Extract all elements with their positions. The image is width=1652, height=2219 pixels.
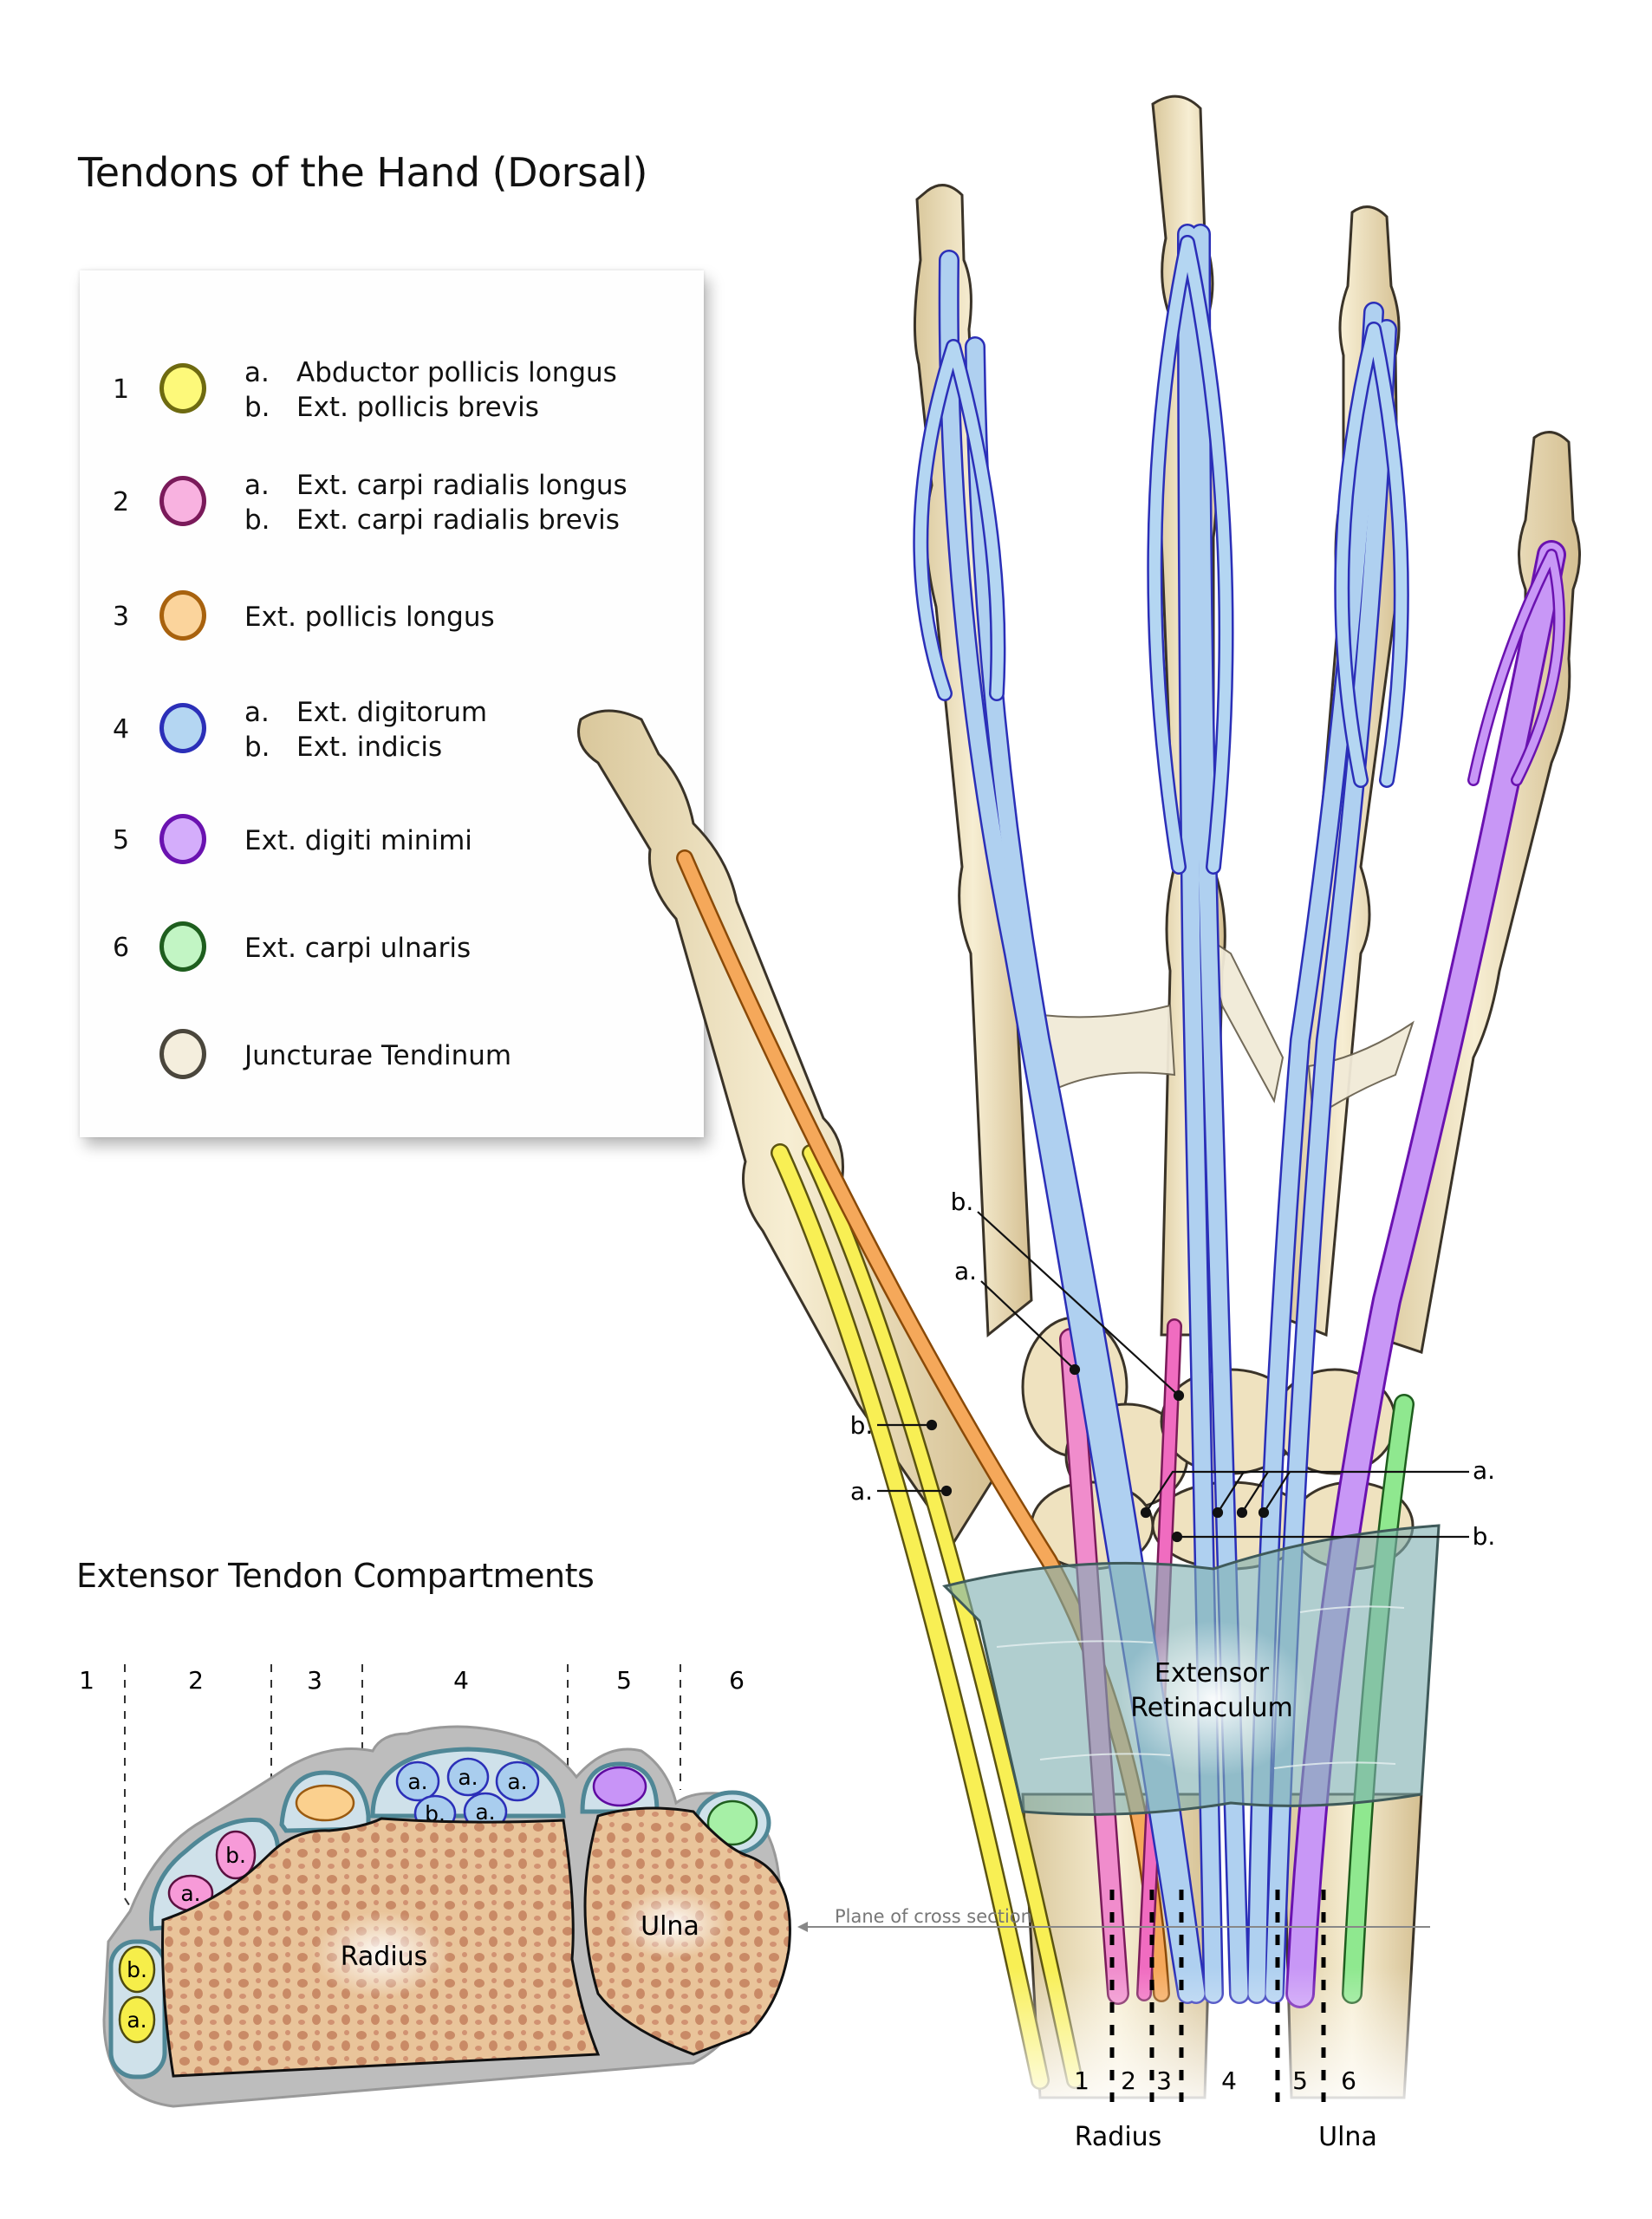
retinaculum-label-line1: Extensor — [1154, 1658, 1270, 1689]
legend-item: 3 Ext. pollicis longus — [80, 582, 704, 652]
hand-compartment-2: 2 — [1121, 2066, 1136, 2095]
cs-ulna-label: Ulna — [641, 1911, 699, 1942]
legend-item: 5 Ext. digiti minimi — [80, 806, 704, 875]
cs-tendon-1b — [118, 1945, 156, 1994]
cs-tendon-3 — [295, 1784, 355, 1822]
cs-compartment-6: 6 — [729, 1666, 745, 1695]
legend-tendon-name: Ext. pollicis longus — [244, 602, 495, 633]
legend-color-swatch-icon — [159, 476, 206, 526]
legend-line: Ext. carpi ulnaris — [244, 933, 471, 964]
legend-tendon-name: Ext. indicis — [296, 732, 443, 763]
plane-of-cross-section: Plane of cross section — [797, 1906, 1430, 1932]
cs-compartment-1: 1 — [79, 1666, 94, 1695]
legend-item: 6 Ext. carpi ulnaris — [80, 914, 704, 983]
retinaculum-label-line2: Retinaculum — [1130, 1693, 1293, 1723]
cs-label-4a1: a. — [407, 1769, 427, 1794]
legend-compartment-number: 2 — [113, 487, 130, 517]
legend-letter: b. — [244, 504, 270, 536]
legend-line: a. Abductor pollicis longus — [244, 357, 617, 388]
legend-compartment-number: 4 — [113, 714, 130, 745]
cs-label-4a2: a. — [458, 1765, 478, 1790]
legend-color-swatch-icon — [159, 590, 206, 641]
callout-right-a: a. — [1473, 1456, 1495, 1485]
cs-label-4a3: a. — [507, 1769, 527, 1794]
cs-tendon-5 — [592, 1766, 647, 1807]
legend-letter: b. — [244, 732, 270, 763]
callout-upper-a: a. — [954, 1257, 977, 1285]
legend-compartment-number: 3 — [113, 602, 130, 632]
hand-compartment-4: 4 — [1221, 2066, 1237, 2095]
cs-label-4a4: a. — [475, 1799, 495, 1825]
callout-left-b: b. — [850, 1411, 874, 1440]
legend-line: Ext. digiti minimi — [244, 825, 472, 856]
cs-compartment-4: 4 — [453, 1666, 469, 1695]
cs-label-2b: b. — [225, 1843, 246, 1868]
cs-tendon-6 — [706, 1799, 758, 1846]
legend-line: a. Ext. digitorum — [244, 697, 487, 728]
legend-compartment-number: 5 — [113, 825, 130, 856]
cs-compartment-3: 3 — [307, 1666, 322, 1695]
cs-radius-label: Radius — [341, 1942, 428, 1972]
legend-color-swatch-icon — [159, 1029, 206, 1079]
callout-left-a: a. — [850, 1477, 873, 1506]
legend-letter: a. — [244, 357, 270, 388]
callout-right-b: b. — [1473, 1522, 1496, 1551]
legend-tendon-name: Ext. digiti minimi — [244, 825, 472, 856]
legend-tendon-name: Ext. carpi radialis longus — [296, 470, 628, 501]
cs-label-1a: a. — [127, 2008, 146, 2033]
hand-compartment-numbers: 1 2 3 4 5 6 — [1074, 2066, 1356, 2095]
legend-item: 2 a. Ext. carpi radialis longus b. Ext. carp… — [80, 468, 704, 537]
legend-line: Juncturae Tendinum — [244, 1040, 511, 1071]
hand-illustration: Extensor Retinaculum b. a. b. a. a. b. — [577, 94, 1581, 2152]
legend-line: b. Ext. pollicis brevis — [244, 392, 539, 423]
hand-ulna-label: Ulna — [1318, 2122, 1377, 2152]
hand-radius-label: Radius — [1075, 2122, 1162, 2152]
page-title: Tendons of the Hand (Dorsal) — [78, 149, 647, 196]
legend-item: 1 a. Abductor pollicis longus b. Ext. pollic… — [80, 355, 704, 425]
legend-color-swatch-icon — [159, 363, 206, 413]
legend-compartment-number: 1 — [113, 374, 130, 405]
callout-leaders — [877, 1211, 1469, 1543]
legend-tendon-name: Ext. carpi radialis brevis — [296, 504, 620, 536]
cross-section-title: Extensor Tendon Compartments — [76, 1557, 595, 1595]
legend-line: Ext. pollicis longus — [244, 602, 495, 633]
legend-tendon-name: Ext. digitorum — [296, 697, 488, 728]
legend-compartment-number: 6 — [113, 933, 130, 963]
legend-item: Juncturae Tendinum — [80, 1021, 704, 1090]
cs-label-2a: a. — [180, 1881, 200, 1906]
cs-tendon-4a1 — [395, 1760, 440, 1802]
legend-line: a. Ext. carpi radialis longus — [244, 470, 628, 501]
legend-tendon-name: Ext. pollicis brevis — [296, 392, 539, 423]
legend-letter: a. — [244, 697, 270, 728]
legend-color-swatch-icon — [159, 921, 206, 972]
cs-compartment-2: 2 — [188, 1666, 204, 1695]
plane-label: Plane of cross section — [835, 1906, 1032, 1927]
cs-label-1b: b. — [127, 1957, 147, 1982]
legend-panel: 1 a. Abductor pollicis longus b. Ext. pollic… — [80, 270, 704, 1137]
hand-compartment-3: 3 — [1156, 2066, 1172, 2095]
legend-color-swatch-icon — [159, 703, 206, 753]
cs-tendon-2b — [215, 1830, 257, 1880]
legend-tendon-name: Ext. carpi ulnaris — [244, 933, 472, 964]
legend-color-swatch-icon — [159, 814, 206, 864]
hand-compartment-1: 1 — [1074, 2066, 1089, 2095]
hand-compartment-6: 6 — [1341, 2066, 1356, 2095]
cs-tendon-4a3 — [495, 1760, 540, 1802]
cs-compartment-5: 5 — [616, 1666, 632, 1695]
legend-line: b. Ext. indicis — [244, 732, 442, 763]
legend-line: b. Ext. carpi radialis brevis — [244, 504, 620, 536]
hand-compartment-5: 5 — [1292, 2066, 1308, 2095]
callout-upper-b: b. — [951, 1188, 974, 1216]
legend-letter: b. — [244, 392, 270, 423]
legend-tendon-name: Juncturae Tendinum — [244, 1040, 512, 1071]
cs-tendon-4a2 — [446, 1757, 490, 1797]
legend-tendon-name: Abductor pollicis longus — [296, 357, 617, 388]
cross-section-diagram: 1 2 3 4 5 6 — [79, 1664, 791, 2108]
legend-letter: a. — [244, 470, 270, 501]
cs-tendon-1a — [118, 1995, 156, 2044]
legend-item: 4 a. Ext. digitorum b. Ext. indicis — [80, 695, 704, 765]
